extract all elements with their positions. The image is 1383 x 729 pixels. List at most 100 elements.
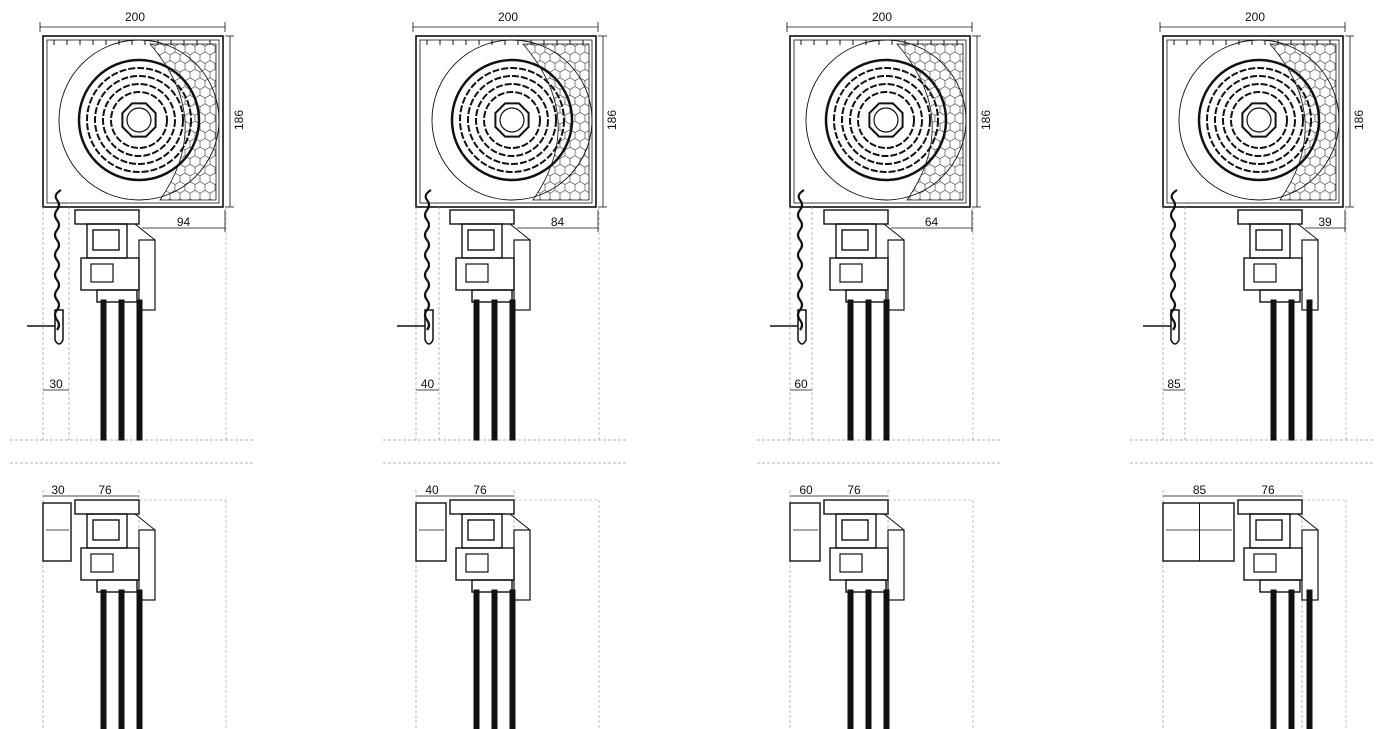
frame-profile [455, 547, 515, 581]
frame-outer-profile [138, 239, 156, 311]
box-height-label: 186 [1352, 110, 1366, 130]
top-offset-label: 84 [551, 215, 565, 229]
curtain-coil-layer [833, 67, 939, 173]
box-width-label: 200 [1245, 10, 1265, 24]
lower-frame-label: 76 [473, 483, 487, 497]
roller-guide-curve [431, 39, 593, 201]
frame-detail [883, 223, 905, 241]
glass-pane [136, 589, 143, 729]
bottom-slat [54, 309, 64, 345]
frame-chamber [90, 553, 114, 573]
frame-detail [1297, 513, 1319, 531]
glass-pane [491, 299, 498, 441]
curtain-coil-layer [1206, 67, 1312, 173]
glass-pane [847, 589, 854, 729]
glass-pane [100, 589, 107, 729]
box-width-label: 200 [498, 10, 518, 24]
glass-pane [865, 589, 872, 729]
shutter-box-housing [789, 35, 971, 208]
glass-pane [1270, 589, 1277, 729]
box-width-label: 200 [872, 10, 892, 24]
curtain-coil-layer [849, 83, 923, 157]
glass-pane [491, 589, 498, 729]
glass-pane [1288, 589, 1295, 729]
glass-pane [118, 299, 125, 441]
curtain-coil-outer [1197, 58, 1321, 182]
lower-frame-label: 76 [847, 483, 861, 497]
frame-chamber [465, 553, 489, 573]
bottom-slat [797, 309, 807, 345]
frame-profile [80, 547, 140, 581]
sash-chamber [841, 519, 869, 541]
frame-profile [829, 257, 889, 291]
lower-offset-label: 60 [799, 483, 813, 497]
curtain-coil-outer [824, 58, 948, 182]
bottom-offset-label: 85 [1167, 377, 1181, 391]
curtain-coil-layer [841, 75, 931, 165]
lower-offset-label: 30 [51, 483, 65, 497]
frame-detail [134, 513, 156, 531]
hanging-curtain [1169, 189, 1178, 331]
frame-profile [455, 257, 515, 291]
window-frame-section: 60 76 [757, 462, 1002, 729]
lower-offset-label: 40 [425, 483, 439, 497]
curtain-coil-layer [102, 83, 176, 157]
shutter-box-housing [415, 35, 597, 208]
bottom-offset-label: 60 [794, 377, 808, 391]
shaft-core [499, 107, 525, 133]
window-frame-section: 40 76 [383, 462, 628, 729]
sash-chamber [92, 229, 120, 251]
frame-header-profile [449, 499, 515, 515]
frame-header-profile [74, 209, 140, 225]
sash-chamber [1255, 229, 1283, 251]
glass-pane [1306, 589, 1313, 729]
glass-pane [473, 589, 480, 729]
frame-chamber [1253, 263, 1277, 283]
frame-detail [509, 223, 531, 241]
sash-chamber [92, 519, 120, 541]
sash-chamber [1255, 519, 1283, 541]
curtain-coil-layer [110, 91, 168, 149]
frame-header-profile [1237, 499, 1303, 515]
top-offset-label: 94 [177, 215, 191, 229]
box-height-label: 186 [979, 110, 993, 130]
glass-pane [1306, 299, 1313, 441]
box-height-label: 186 [232, 110, 246, 130]
roller-guide-curve [1178, 39, 1340, 201]
glass-pane [883, 299, 890, 441]
lower-frame-label: 76 [1261, 483, 1275, 497]
glass-pane [509, 299, 516, 441]
frame-detail [509, 513, 531, 531]
sash-chamber [467, 229, 495, 251]
guide-rail-profile [789, 502, 821, 562]
frame-chamber [465, 263, 489, 283]
curtain-coil-outer [450, 58, 574, 182]
frame-chamber [839, 263, 863, 283]
frame-outer-profile [513, 239, 531, 311]
curtain-coil-layer [1222, 83, 1296, 157]
glazing-bead [96, 579, 138, 593]
glass-pane [509, 589, 516, 729]
frame-detail [883, 513, 905, 531]
frame-outer-profile [887, 239, 905, 311]
shaft-core [126, 107, 152, 133]
octagonal-shaft [1241, 102, 1277, 138]
roller-guide-curve [805, 39, 967, 201]
glass-pane [865, 299, 872, 441]
guide-rail-profile [42, 502, 72, 562]
roller-guide-curve [58, 39, 220, 201]
octagonal-shaft [868, 102, 904, 138]
curtain-coil-layer [459, 67, 565, 173]
glazing-bead [1259, 579, 1301, 593]
frame-chamber [90, 263, 114, 283]
box-width-label: 200 [125, 10, 145, 24]
frame-outer-profile [887, 529, 905, 601]
